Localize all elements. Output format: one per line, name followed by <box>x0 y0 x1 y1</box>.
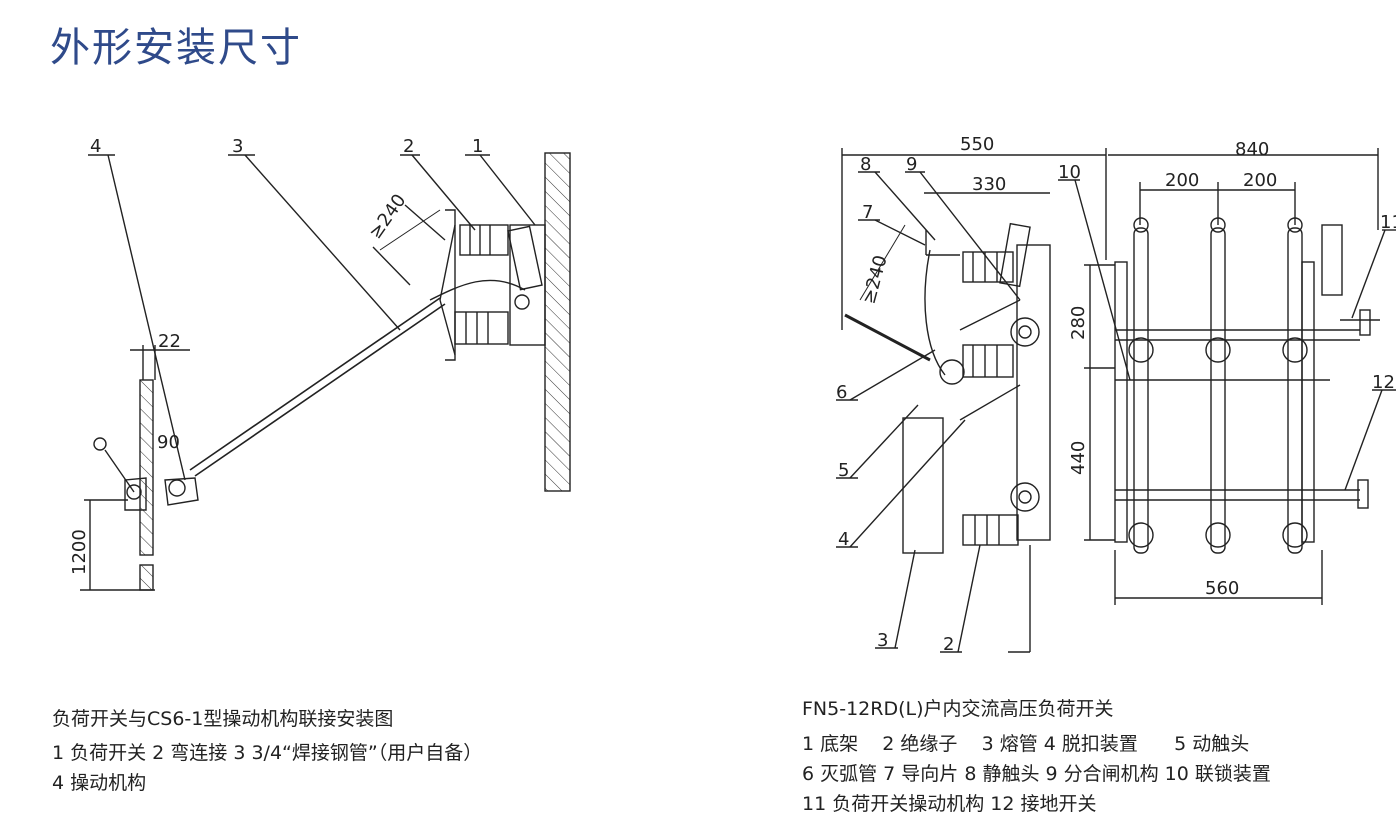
pivot <box>514 294 530 310</box>
left-dim-90: 90 <box>157 432 180 453</box>
left-callout-4: 4 <box>90 136 101 157</box>
insulator-lower <box>454 311 509 345</box>
right-callout-6: 6 <box>836 382 847 403</box>
bent-connector <box>429 279 526 301</box>
right-dim-440: 440 <box>1068 441 1089 475</box>
right-caption: FN5-12RD(L)户内交流高压负荷开关 <box>802 698 1114 720</box>
left-callout-2: 2 <box>403 136 414 157</box>
right-callout-10: 10 <box>1058 162 1081 183</box>
steel-pipe <box>189 297 441 471</box>
phase-poles <box>1128 217 1308 554</box>
right-callout-12: 12 <box>1372 372 1395 393</box>
right-dim-200b: 200 <box>1243 170 1277 191</box>
front-left-rail <box>1114 261 1128 543</box>
right-dim-gap: ≥240 <box>859 253 892 306</box>
panel-hatch <box>139 379 154 556</box>
left-dim-22: 22 <box>158 331 181 352</box>
left-dim-gap: ≥240 <box>365 190 411 243</box>
right-callout-5: 5 <box>838 460 849 481</box>
right-callout-3: 3 <box>877 630 888 651</box>
page-title: 外形安装尺寸 <box>50 25 302 71</box>
right-legend-line3: 11 负荷开关操动机构 12 接地开关 <box>802 793 1097 815</box>
right-callout-8: 8 <box>860 154 871 175</box>
wall-hatch <box>544 152 571 492</box>
fuse-tube <box>507 225 543 291</box>
switch-base <box>509 224 546 346</box>
right-legend-line2: 6 灭弧管 7 导向片 8 静触头 9 分合闸机构 10 联锁装置 <box>802 763 1271 785</box>
right-figure <box>836 148 1396 653</box>
insulator-upper <box>459 224 509 256</box>
operating-motor <box>1321 224 1343 296</box>
right-dim-840: 840 <box>1235 139 1269 160</box>
left-caption: 负荷开关与CS6-1型操动机构联接安装图 <box>52 708 394 730</box>
right-callout-7: 7 <box>862 202 873 223</box>
right-dim-280: 280 <box>1068 306 1089 340</box>
left-callout-1: 1 <box>472 136 483 157</box>
right-dim-560: 560 <box>1205 578 1239 599</box>
left-callout-3: 3 <box>232 136 243 157</box>
right-dim-200a: 200 <box>1165 170 1199 191</box>
right-labels: 8 9 7 10 6 5 4 3 2 11 12 550 330 840 200… <box>836 134 1396 655</box>
left-figure <box>80 152 571 591</box>
fuse-holder <box>902 417 944 554</box>
switch-frame <box>445 209 456 361</box>
right-dim-330: 330 <box>972 174 1006 195</box>
left-legend-line1: 1 负荷开关 2 弯连接 3 3/4“焊接钢管”（用户自备） <box>52 742 483 764</box>
right-callout-2: 2 <box>943 634 954 655</box>
right-legend-line1: 1 底架 2 绝缘子 3 熔管 4 脱扣装置 5 动触头 <box>802 733 1250 755</box>
right-callout-9: 9 <box>906 154 917 175</box>
left-labels: 4 3 2 1 ≥240 22 90 1200 <box>69 136 483 575</box>
side-insulators <box>962 251 1019 546</box>
right-callout-11: 11 <box>1380 212 1396 233</box>
side-frame <box>1016 244 1051 541</box>
left-legend-line2: 4 操动机构 <box>52 772 147 794</box>
right-callout-4: 4 <box>838 529 849 550</box>
right-dim-550: 550 <box>960 134 994 155</box>
left-dim-1200: 1200 <box>69 529 90 575</box>
